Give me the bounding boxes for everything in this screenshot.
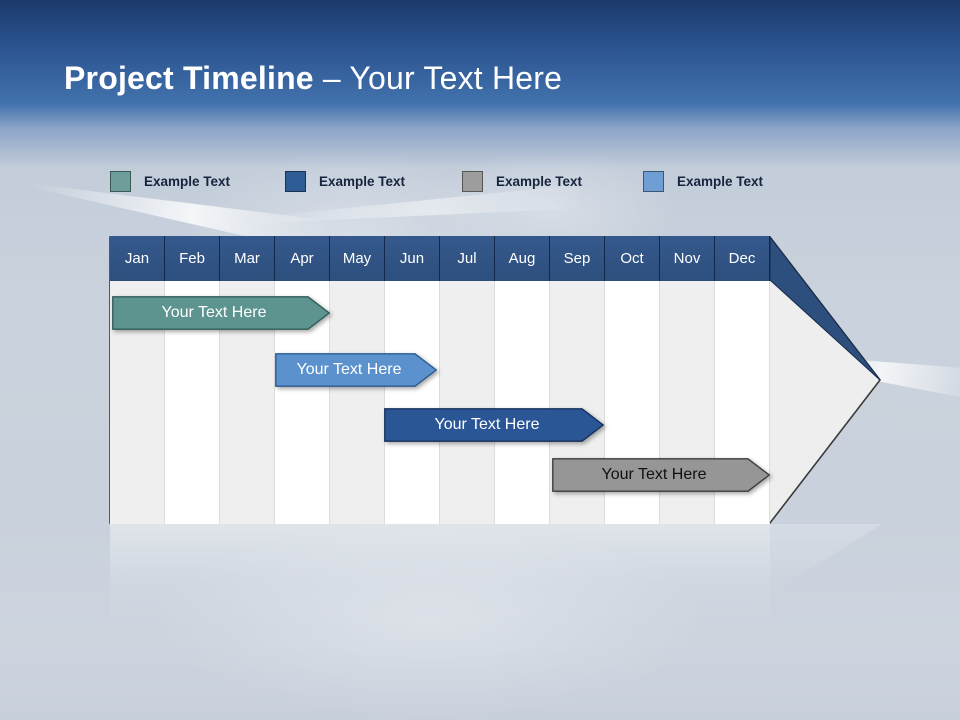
timeline-bar-label: Your Text Here (434, 416, 540, 433)
month-header-apr[interactable]: Apr (275, 236, 330, 281)
month-column-feb: Feb (165, 236, 220, 524)
month-column-body (330, 281, 385, 524)
month-header-mar[interactable]: Mar (220, 236, 275, 281)
page-title: Project Timeline – Your Text Here (64, 60, 562, 97)
month-column-mar: Mar (220, 236, 275, 524)
month-header-sep[interactable]: Sep (550, 236, 605, 281)
month-column-body (550, 281, 605, 524)
timeline-bar-4[interactable]: Your Text Here (552, 458, 770, 492)
timeline-bar-3[interactable]: Your Text Here (384, 408, 604, 442)
legend-item-label: Example Text (677, 173, 764, 189)
legend-swatch-icon (462, 170, 483, 192)
month-column-jul: Jul (440, 236, 495, 524)
month-header-may[interactable]: May (330, 236, 385, 281)
legend-swatch-icon (110, 170, 131, 192)
month-column-body (275, 281, 330, 524)
month-column-body (385, 281, 440, 524)
legend-item-label: Example Text (144, 173, 231, 189)
timeline-bar-label: Your Text Here (161, 304, 267, 321)
month-header-jan[interactable]: Jan (110, 236, 165, 281)
legend-item-2[interactable]: Example Text (285, 169, 405, 193)
legend-item-label: Example Text (319, 173, 406, 189)
month-header-oct[interactable]: Oct (605, 236, 660, 281)
month-header-aug[interactable]: Aug (495, 236, 550, 281)
chart-reflection (110, 524, 770, 632)
legend-item-label: Example Text (496, 173, 583, 189)
month-header-jul[interactable]: Jul (440, 236, 495, 281)
month-column-body (165, 281, 220, 524)
timeline-bar-2[interactable]: Your Text Here (275, 353, 437, 387)
month-column-body (440, 281, 495, 524)
timeline-bar-shape (384, 408, 604, 442)
page-title-rest: – Your Text Here (313, 60, 563, 96)
background-light-blob (150, 520, 710, 720)
month-column-body (605, 281, 660, 524)
legend-swatch-icon (643, 170, 664, 192)
legend-item-3[interactable]: Example Text (462, 169, 582, 193)
timeline-bar-label: Your Text Here (296, 361, 402, 378)
month-column-body (110, 281, 165, 524)
legend-item-1[interactable]: Example Text (110, 169, 230, 193)
month-header-dec[interactable]: Dec (715, 236, 770, 281)
chart-reflection-tip (770, 524, 882, 594)
legend: Example Text Example Text Example Text Exam… (110, 169, 810, 193)
month-column-body (495, 281, 550, 524)
legend-swatch-icon (285, 170, 306, 192)
timeline-bar-shape (275, 353, 437, 387)
month-column-jan: Jan (110, 236, 165, 524)
timeline-bar-shape (552, 458, 770, 492)
month-column-aug: Aug (495, 236, 550, 524)
month-column-body (660, 281, 715, 524)
month-header-nov[interactable]: Nov (660, 236, 715, 281)
page-title-bold: Project Timeline (64, 60, 314, 96)
legend-item-4[interactable]: Example Text (643, 169, 763, 193)
month-column-body (715, 281, 770, 524)
month-header-jun[interactable]: Jun (385, 236, 440, 281)
month-header-feb[interactable]: Feb (165, 236, 220, 281)
month-column-body (220, 281, 275, 524)
timeline-bar-1[interactable]: Your Text Here (112, 296, 330, 330)
timeline-bar-label: Your Text Here (601, 466, 707, 483)
timeline-bar-shape (112, 296, 330, 330)
